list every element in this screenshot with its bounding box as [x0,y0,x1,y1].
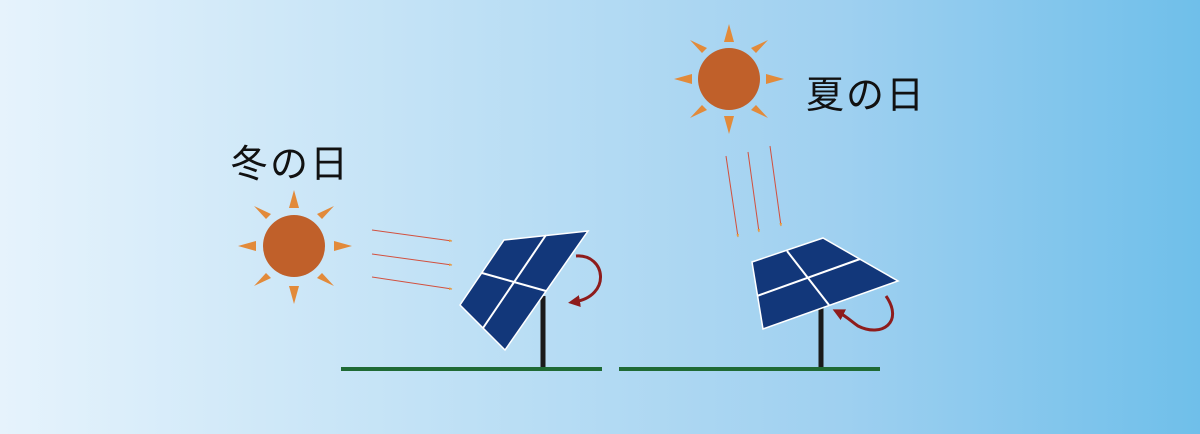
summer-light-rays [725,145,783,238]
winter-solar-panel-icon [459,230,590,368]
winter-scene [238,190,602,371]
winter-rotation-arrow-icon [568,254,602,307]
summer-sun-icon [674,24,784,134]
winter-sun-icon [238,190,352,304]
winter-light-rays [371,229,453,291]
summer-scene [619,24,900,371]
summer-rotation-arrow-icon [832,295,894,332]
winter-label: 冬の日 [230,142,351,186]
summer-solar-panel-icon [751,237,900,368]
summer-label: 夏の日 [806,73,927,117]
